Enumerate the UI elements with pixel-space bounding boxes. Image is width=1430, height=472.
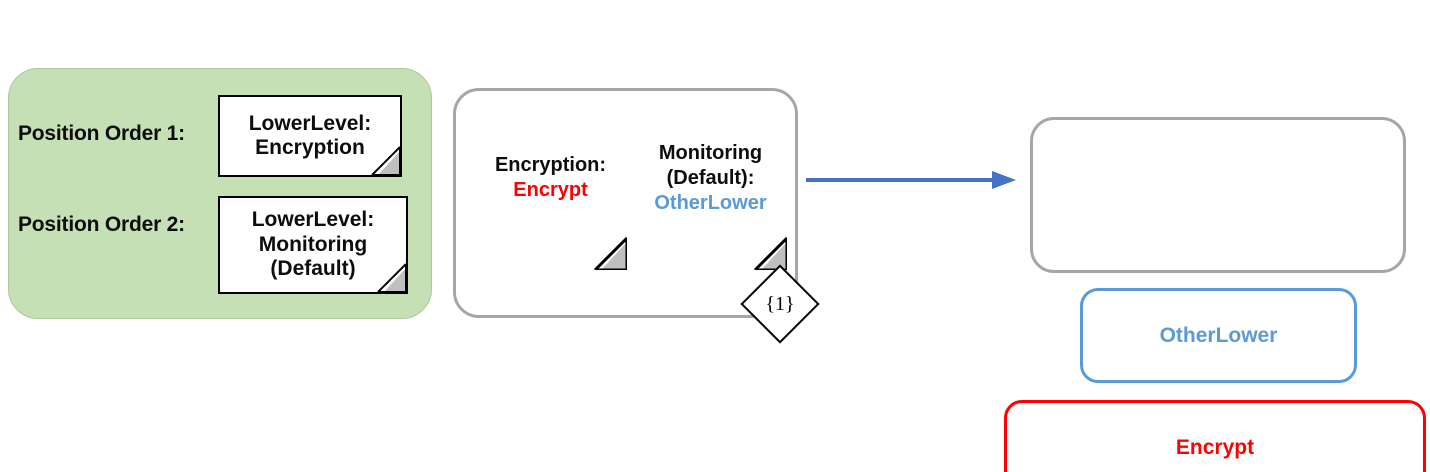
note2-line2: Monitoring [258,232,368,256]
monitoring-card-text: Monitoring (Default): OtherLower [654,141,766,216]
otherlower-box: OtherLower [1080,288,1357,383]
position-order-1-label: Position Order 1: [18,122,185,145]
folded-corner-icon [593,236,627,270]
multiplicity-label: {1} [765,292,795,315]
encryption-card-value: Encrypt [513,179,588,201]
flow-arrow-icon [806,171,1016,189]
position-order-2-note-text: LowerLevel: Monitoring (Default) [246,208,381,281]
encryption-card-text: Encryption: Encrypt [495,153,606,203]
empty-result-box [1030,117,1406,273]
monitoring-card: Monitoring (Default): OtherLower [634,112,787,270]
position-order-1-note-text: LowerLevel: Encryption [243,112,378,161]
otherlower-box-label: OtherLower [1159,323,1278,347]
monitoring-card-heading-line1: Monitoring [658,141,763,164]
note2-line1: LowerLevel: [251,208,375,232]
encryption-card: Encryption: Encrypt [474,112,627,270]
monitoring-card-value: OtherLower [654,191,767,214]
folded-corner-icon [753,236,787,270]
encrypt-box: Encrypt [1004,400,1426,472]
note1-line2: Encryption [255,136,365,159]
note1-line1: LowerLevel: [248,111,372,135]
position-order-2-note: LowerLevel: Monitoring (Default) [218,196,408,294]
encryption-card-heading: Encryption: [494,154,607,176]
position-order-1-note: LowerLevel: Encryption [218,95,402,177]
monitoring-card-heading-line2: (Default): [666,166,755,189]
encrypt-box-label: Encrypt [1175,435,1255,459]
position-order-2-label: Position Order 2: [18,213,185,236]
note2-line3: (Default) [270,257,356,281]
